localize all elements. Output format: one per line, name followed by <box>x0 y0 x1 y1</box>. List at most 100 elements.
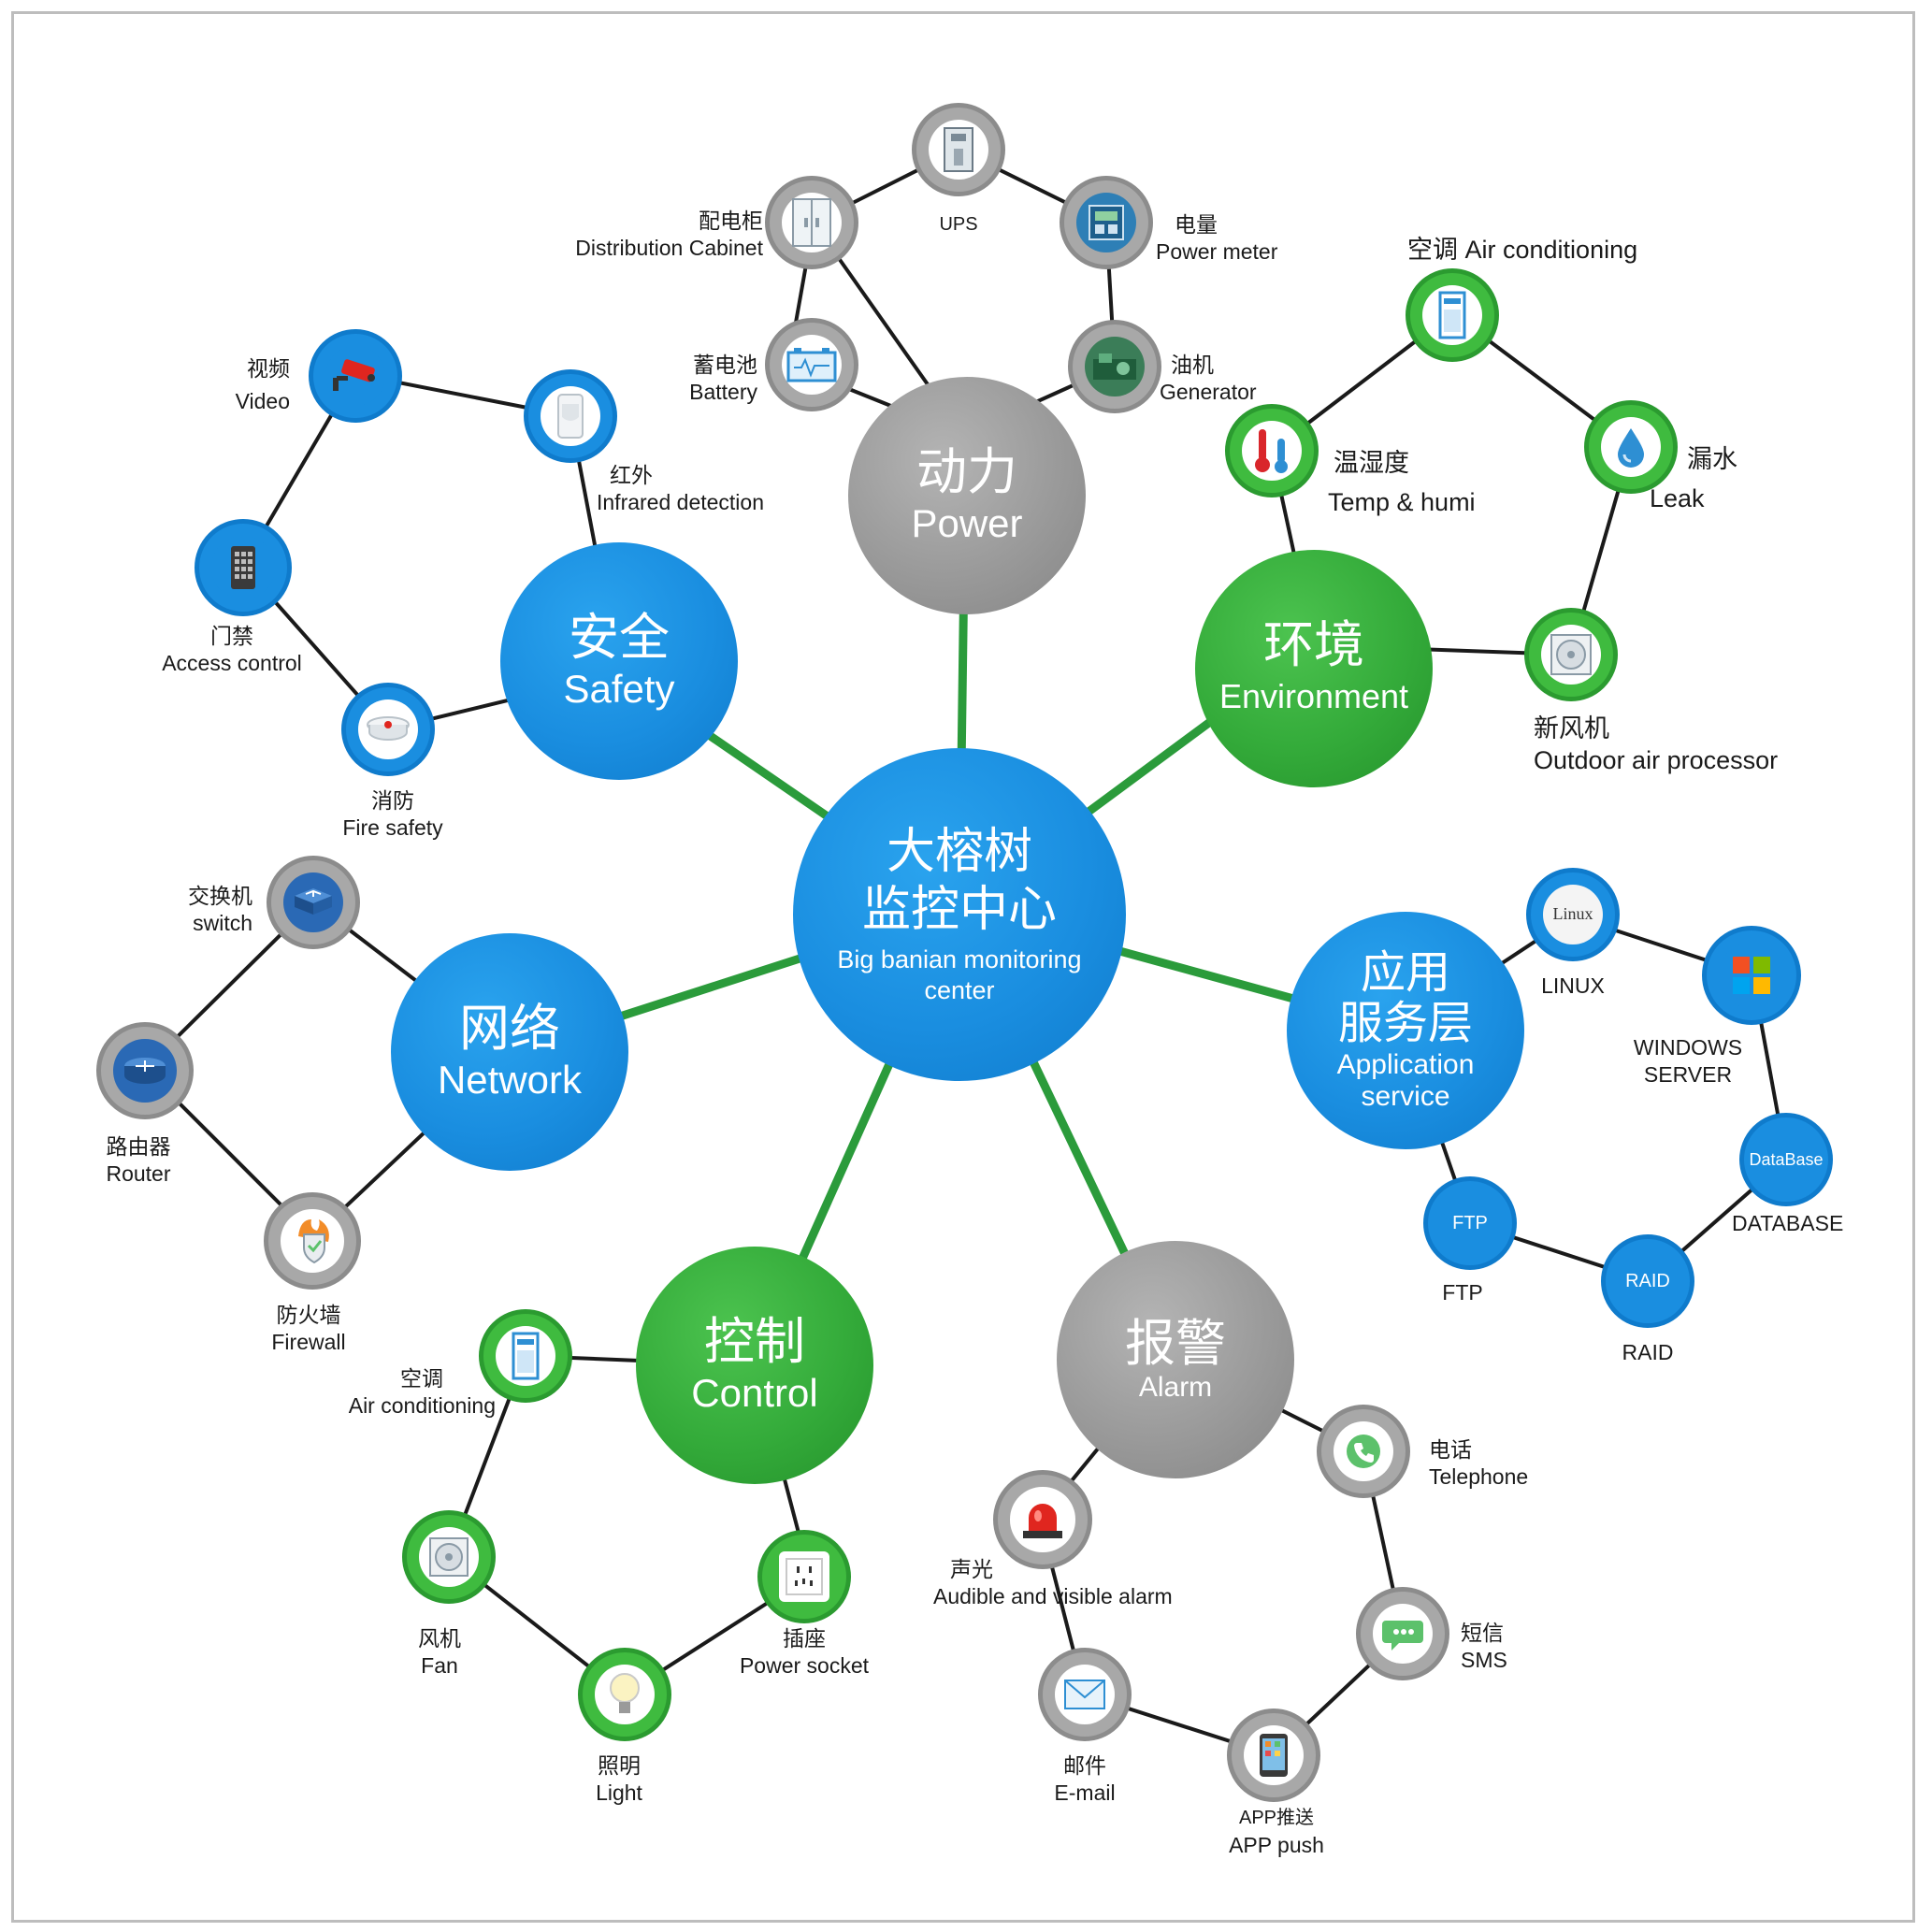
hub-application[interactable]: 应用 服务层 Application service <box>1287 912 1524 1149</box>
label-app-push: APP推送 APP push <box>1229 1808 1324 1857</box>
center-title-zh2: 监控中心 <box>861 883 1057 937</box>
node-temp-humi[interactable] <box>1225 404 1319 497</box>
hub-alarm-en: Alarm <box>1138 1372 1213 1403</box>
chat-bubble-icon <box>1372 1603 1434 1665</box>
node-distribution-cabinet[interactable] <box>765 176 858 269</box>
hub-application-zh2: 服务层 <box>1337 999 1473 1048</box>
node-fire-safety[interactable] <box>341 683 435 776</box>
hub-application-en1: Application <box>1336 1049 1475 1080</box>
hub-power-zh: 动力 <box>916 444 1017 500</box>
hub-environment[interactable]: 环境 Environment <box>1195 550 1433 787</box>
label-database: DATABASE <box>1732 1211 1844 1235</box>
generator-icon <box>1084 336 1146 397</box>
siren-icon <box>1010 1487 1075 1552</box>
node-env-air-conditioning[interactable] <box>1406 268 1499 362</box>
linux-icon: Linux <box>1542 884 1604 945</box>
label-video: 视频 Video <box>235 356 290 413</box>
label-leak: 漏水 Leak <box>1650 445 1737 512</box>
label-env-air-conditioning: 空调 Air conditioning <box>1407 236 1638 264</box>
air-conditioner-icon <box>495 1325 556 1387</box>
envelope-icon <box>1054 1664 1116 1725</box>
label-power-socket: 插座 Power socket <box>739 1626 870 1678</box>
center-title-en1: Big banian monitoring <box>837 945 1082 973</box>
label-linux: LINUX <box>1541 973 1605 998</box>
node-app-push[interactable] <box>1227 1709 1320 1802</box>
hub-alarm[interactable]: 报警 Alarm <box>1057 1241 1294 1478</box>
node-ups[interactable] <box>912 103 1005 196</box>
hub-safety[interactable]: 安全 Safety <box>500 542 738 780</box>
smoke-detector-icon <box>357 699 419 760</box>
node-control-air-conditioning[interactable] <box>479 1309 572 1403</box>
label-telephone: 电话 Telephone <box>1429 1437 1529 1489</box>
node-telephone[interactable] <box>1317 1405 1410 1498</box>
node-router[interactable] <box>96 1022 194 1119</box>
node-raid[interactable]: RAID <box>1601 1234 1694 1328</box>
node-light[interactable] <box>578 1648 671 1741</box>
hub-application-en2: service <box>1361 1081 1450 1112</box>
label-raid: RAID <box>1622 1340 1674 1364</box>
router-icon <box>113 1039 177 1103</box>
hub-control[interactable]: 控制 Control <box>636 1247 873 1484</box>
node-access-control[interactable] <box>195 519 292 616</box>
motion-sensor-icon <box>540 385 601 447</box>
label-fan: 风机 Fan <box>418 1626 461 1678</box>
node-linux[interactable]: Linux <box>1526 868 1620 961</box>
power-meter-icon <box>1075 192 1137 253</box>
label-audible-alarm: 声光 Audible and visible alarm <box>933 1557 1173 1608</box>
fan-icon <box>418 1526 480 1588</box>
node-power-meter[interactable] <box>1060 176 1153 269</box>
node-outdoor-air[interactable] <box>1524 608 1618 701</box>
label-windows: WINDOWS SERVER <box>1633 1035 1743 1087</box>
center-hub[interactable]: 大榕树 监控中心 Big banian monitoring center <box>793 748 1126 1081</box>
hub-control-en: Control <box>691 1371 818 1415</box>
label-infrared: 红外 Infrared detection <box>597 463 765 514</box>
node-firewall[interactable] <box>264 1192 361 1290</box>
lightbulb-icon <box>594 1664 656 1725</box>
node-windows[interactable] <box>1702 926 1801 1025</box>
air-conditioner-icon <box>1421 284 1483 346</box>
node-switch[interactable] <box>267 856 360 949</box>
label-battery: 蓄电池 Battery <box>689 353 757 404</box>
label-ftp: FTP <box>1442 1280 1483 1305</box>
firewall-icon <box>281 1209 344 1273</box>
hub-control-zh: 控制 <box>704 1314 805 1370</box>
label-outdoor-air: 新风机 Outdoor air processor <box>1534 714 1779 774</box>
node-sms[interactable] <box>1356 1587 1449 1680</box>
smartphone-icon <box>1243 1724 1305 1786</box>
label-light: 照明 Light <box>596 1753 642 1805</box>
node-database[interactable]: DataBase <box>1739 1113 1833 1206</box>
hub-network[interactable]: 网络 Network <box>391 933 628 1171</box>
label-router: 路由器 Router <box>106 1134 171 1186</box>
diagram-frame <box>11 11 1915 1923</box>
node-generator[interactable] <box>1068 320 1161 413</box>
label-power-meter: 电量 Power meter <box>1156 212 1278 264</box>
windows-icon <box>1719 943 1784 1008</box>
hub-safety-zh: 安全 <box>569 610 670 666</box>
label-control-air-conditioning: 空调 Air conditioning <box>348 1366 496 1418</box>
node-audible-alarm[interactable] <box>993 1470 1092 1569</box>
label-ups: UPS <box>939 214 978 235</box>
node-leak[interactable] <box>1584 400 1678 494</box>
switch-icon <box>282 872 344 933</box>
label-firewall: 防火墙 Firewall <box>271 1303 346 1354</box>
hub-power-en: Power <box>911 501 1023 545</box>
node-fan[interactable] <box>402 1510 496 1604</box>
keypad-icon <box>211 536 275 599</box>
node-battery[interactable] <box>765 318 858 411</box>
hub-power[interactable]: 动力 Power <box>848 377 1086 614</box>
node-infrared[interactable] <box>524 369 617 463</box>
raid-icon: RAID <box>1625 1270 1670 1291</box>
ftp-icon: FTP <box>1452 1212 1488 1233</box>
label-email: 邮件 E-mail <box>1054 1753 1116 1805</box>
phone-icon <box>1333 1420 1394 1482</box>
node-power-socket[interactable] <box>757 1530 851 1623</box>
distribution-cabinet-icon <box>781 192 843 253</box>
node-video[interactable] <box>309 329 402 423</box>
node-email[interactable] <box>1038 1648 1132 1741</box>
socket-icon <box>779 1551 829 1602</box>
node-ftp[interactable]: FTP <box>1423 1176 1517 1270</box>
fan-unit-icon <box>1540 624 1602 685</box>
thermometer-icon <box>1241 420 1303 482</box>
label-switch: 交换机 switch <box>188 884 252 935</box>
label-generator: 油机 Generator <box>1160 353 1257 404</box>
